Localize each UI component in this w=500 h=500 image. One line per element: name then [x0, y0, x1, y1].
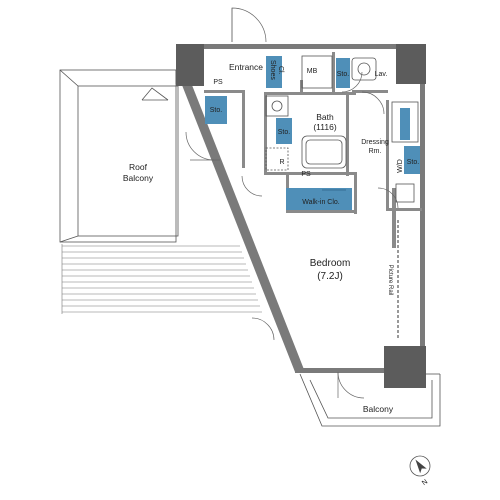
fixtures	[265, 55, 419, 203]
bottom-balcony	[299, 373, 441, 427]
roof-label: Roof	[129, 162, 148, 172]
wd-label: W/D	[397, 159, 404, 173]
sto-top-label: Sto.	[337, 71, 350, 78]
walkin-closet-label: Walk-in Clo.	[302, 199, 340, 206]
sto-left-label: Sto.	[210, 107, 223, 114]
door-swings	[185, 7, 399, 399]
lav-label: Lav.	[375, 71, 388, 78]
roof-balcony-label: Balcony	[123, 173, 154, 183]
roof-balcony	[59, 69, 179, 243]
dressing-rm-label: Rm.	[369, 148, 382, 155]
ps-mid-label: PS	[301, 171, 311, 178]
shoes-closet-label: Shoes Cl.	[269, 60, 284, 80]
compass-north-label: N	[421, 478, 429, 487]
dressing-label: Dressing	[361, 139, 389, 146]
shoes-closet-line1: Shoes	[269, 60, 276, 80]
bath-size-label: (1116)	[313, 122, 336, 132]
bedroom-size-label: (7.2J)	[317, 271, 343, 282]
sto-kitchen-label: Sto.	[278, 129, 291, 136]
entrance-label: Entrance	[229, 62, 263, 72]
bedroom-label: Bedroom	[310, 258, 351, 269]
bath-label: Bath	[316, 112, 334, 122]
sto-right-label: Sto.	[407, 159, 420, 166]
picture-rail-label: Picture Rail	[387, 265, 393, 296]
compass-icon	[409, 455, 431, 477]
deck-slats	[61, 244, 262, 314]
ps-top-label: PS	[213, 79, 223, 86]
fridge-label: R	[279, 159, 284, 166]
shoes-closet-line2: Cl.	[277, 66, 284, 75]
balcony-label: Balcony	[363, 404, 394, 414]
mb-label: MB	[307, 68, 318, 75]
storage-blocks	[205, 56, 420, 210]
exterior-walls	[176, 44, 426, 388]
